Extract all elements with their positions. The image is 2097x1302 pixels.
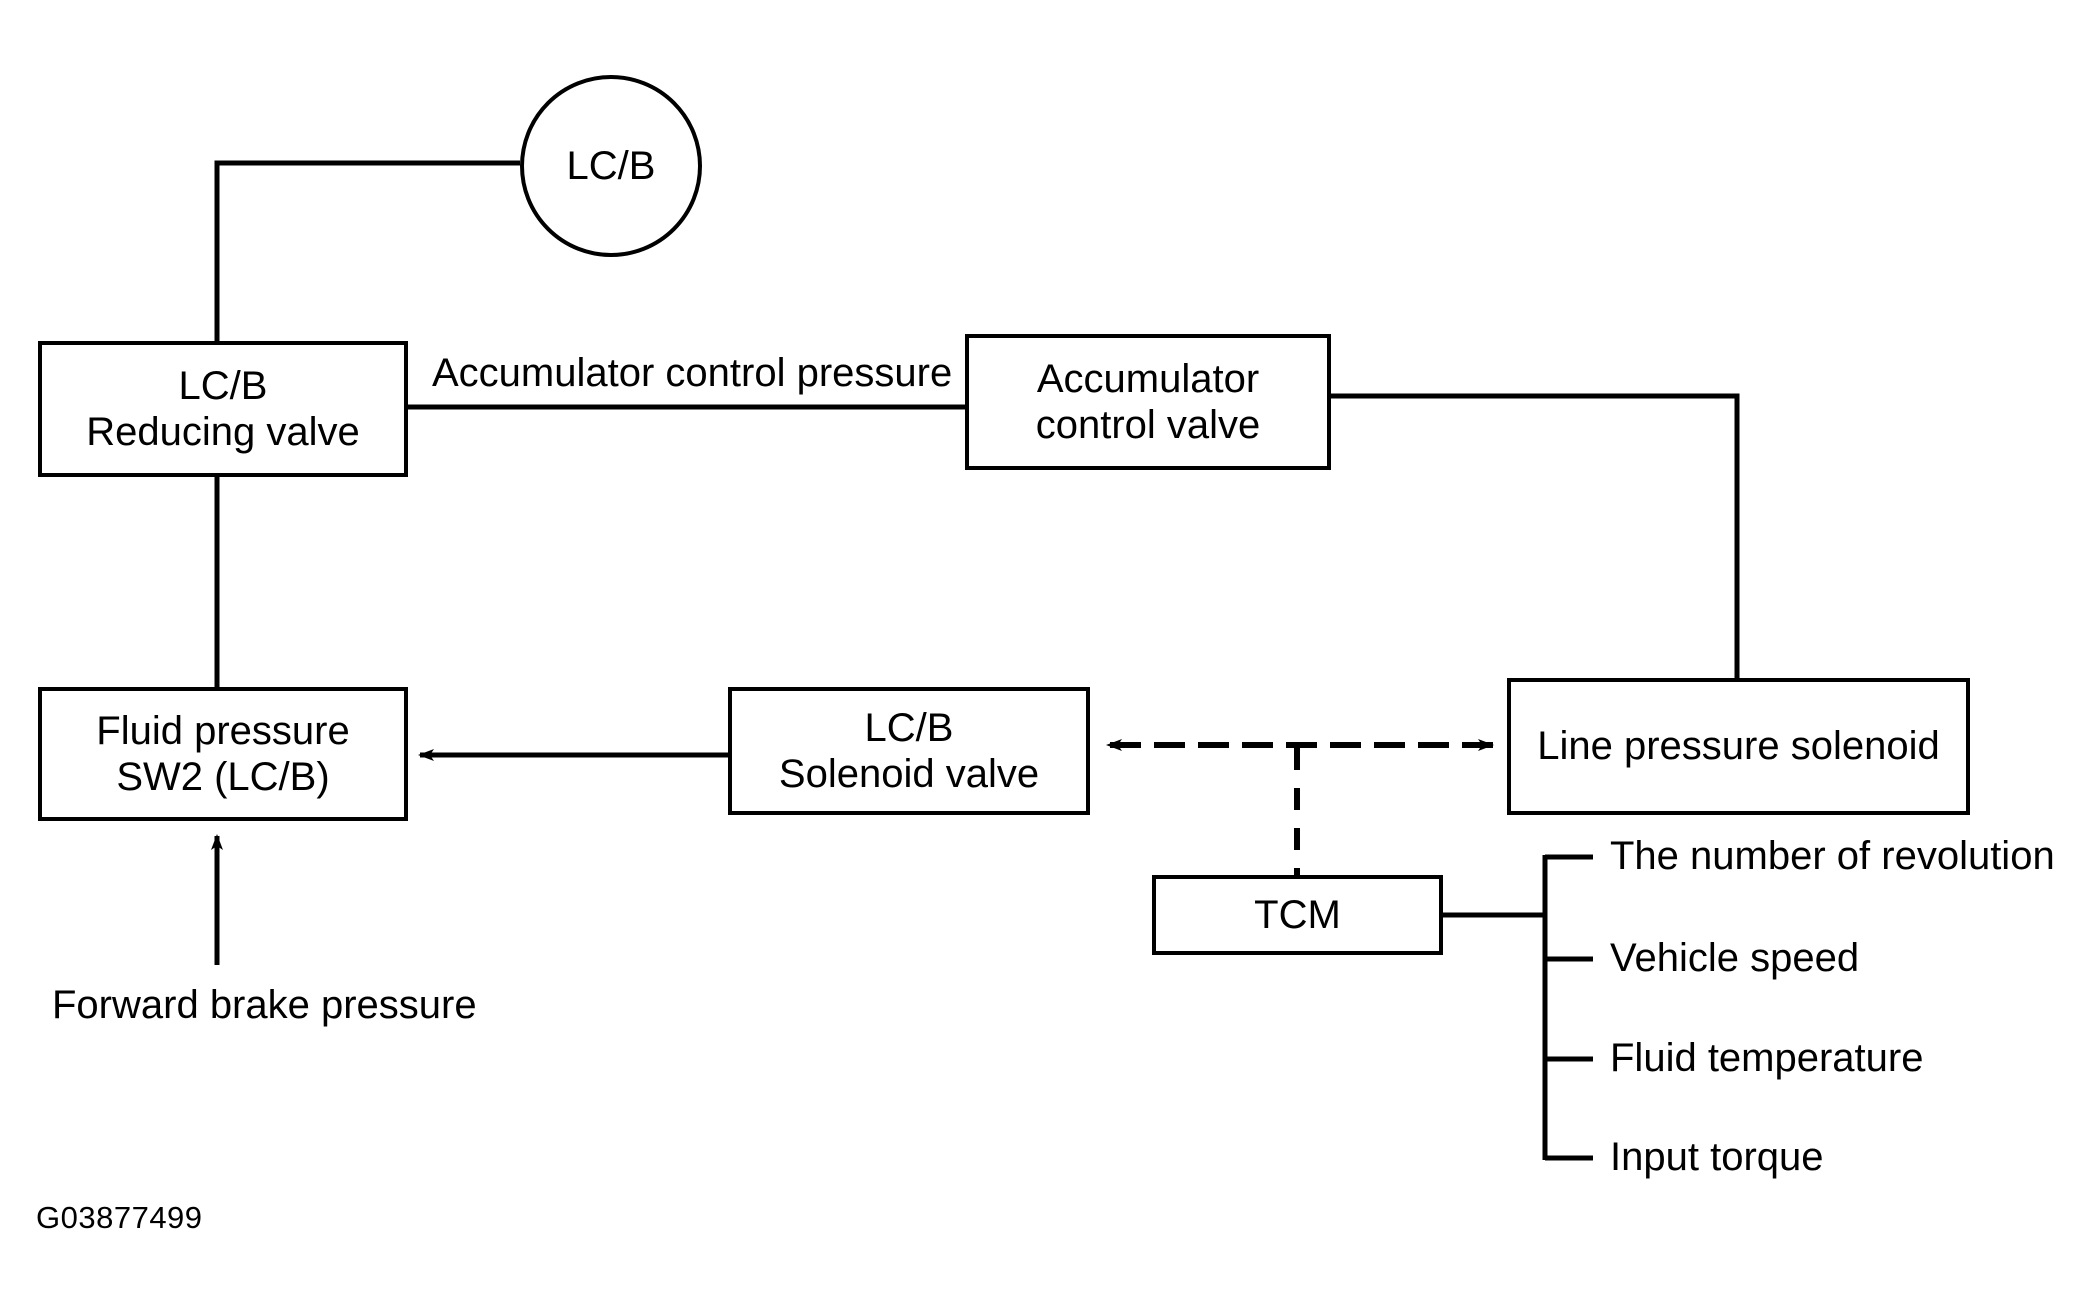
edge-tcm-to-input-bracket bbox=[1441, 854, 1593, 1161]
node-accumulator-control-valve-line2: control valve bbox=[1035, 403, 1261, 447]
edge-tcm-signal-bus bbox=[1106, 739, 1494, 875]
edge-circle-to-reducing-valve bbox=[214, 160, 520, 343]
tcm-input-the-number-of-revolution: The number of revolution bbox=[1610, 834, 2055, 878]
tcm-input-input-torque: Input torque bbox=[1610, 1135, 1824, 1179]
figure-code: G03877499 bbox=[36, 1200, 203, 1235]
edge-accumulator-valve-to-line-pressure-solenoid bbox=[1331, 393, 1740, 680]
label-forward-brake-pressure: Forward brake pressure bbox=[52, 983, 477, 1027]
node-fluid-pressure-sw2-line1: Fluid pressure bbox=[96, 708, 350, 753]
node-lcb-reducing-valve-line2: Reducing valve bbox=[86, 410, 360, 454]
node-accumulator-control-valve[interactable]: Accumulator control valve bbox=[965, 334, 1331, 470]
label-accumulator-control-pressure: Accumulator control pressure bbox=[432, 351, 953, 395]
node-lcb-circle[interactable]: LC/B bbox=[520, 75, 702, 257]
node-fluid-pressure-sw2[interactable]: Fluid pressure SW2 (LC/B) bbox=[38, 687, 408, 821]
tcm-input-fluid-temperature: Fluid temperature bbox=[1610, 1036, 1924, 1080]
node-accumulator-control-valve-line1: Accumulator bbox=[1036, 356, 1260, 401]
node-line-pressure-solenoid[interactable]: Line pressure solenoid bbox=[1507, 678, 1970, 815]
node-lcb-circle-label: LC/B bbox=[566, 143, 656, 188]
node-fluid-pressure-sw2-line2: SW2 (LC/B) bbox=[116, 755, 330, 799]
node-lcb-reducing-valve[interactable]: LC/B Reducing valve bbox=[38, 341, 408, 477]
node-tcm-label: TCM bbox=[1254, 892, 1341, 937]
node-lcb-solenoid-valve-line2: Solenoid valve bbox=[778, 752, 1040, 796]
node-lcb-reducing-valve-line1: LC/B bbox=[178, 363, 268, 408]
node-line-pressure-solenoid-label: Line pressure solenoid bbox=[1537, 724, 1940, 769]
node-lcb-solenoid-valve-line1: LC/B bbox=[864, 705, 954, 750]
node-tcm[interactable]: TCM bbox=[1152, 875, 1443, 955]
tcm-input-vehicle-speed: Vehicle speed bbox=[1610, 936, 1860, 980]
node-lcb-solenoid-valve[interactable]: LC/B Solenoid valve bbox=[728, 687, 1090, 815]
